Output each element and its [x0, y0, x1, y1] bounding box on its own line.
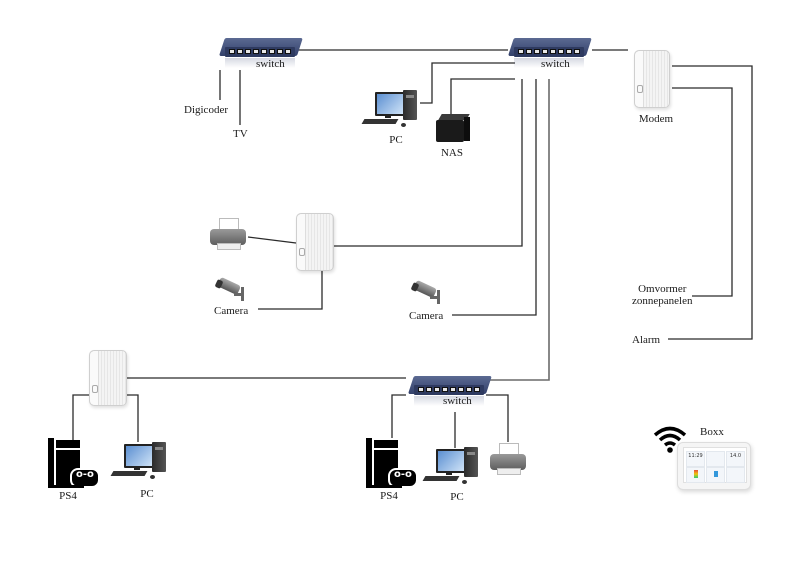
- wire-inverter: [672, 87, 733, 297]
- boxx-label: Boxx: [700, 426, 724, 438]
- wire-camera-left: [258, 268, 323, 310]
- switch-top-left[interactable]: [219, 38, 303, 68]
- digicoder-label: Digicoder: [184, 104, 228, 116]
- wire-ps4-left: [72, 394, 90, 440]
- printer-middle[interactable]: [209, 218, 247, 252]
- modem-device[interactable]: [634, 50, 670, 108]
- wire-camera-right: [452, 79, 537, 316]
- modem-label: Modem: [638, 113, 674, 125]
- nas-device[interactable]: [436, 114, 470, 144]
- pc-main[interactable]: [361, 90, 423, 130]
- pc-left-label: PC: [140, 488, 154, 500]
- switch-main-label: switch: [541, 58, 570, 70]
- printer-bottom[interactable]: [489, 443, 527, 477]
- inverter-label: Omvormer zonnepanelen: [632, 283, 693, 307]
- camera-right[interactable]: [410, 279, 442, 306]
- switch-bottom-label: switch: [443, 395, 472, 407]
- camera-left[interactable]: [214, 276, 246, 303]
- boxx-time: 11:29: [686, 451, 705, 467]
- wire-ps4-right: [391, 394, 406, 438]
- wifi-icon: [652, 424, 688, 454]
- tv-label: TV: [233, 128, 248, 140]
- boxx-temp: 14.0: [726, 451, 745, 467]
- wire-printer-middle: [247, 236, 297, 244]
- switch-top-left-label: switch: [256, 58, 285, 70]
- wire-powerline-middle: [333, 79, 523, 247]
- wire-switch-main-to-switch-bottom: [486, 79, 550, 381]
- alarm-label: Alarm: [632, 334, 661, 346]
- ps4-right[interactable]: [366, 438, 418, 488]
- ps4-right-label: PS4: [380, 490, 398, 502]
- powerline-bottom[interactable]: [89, 350, 127, 406]
- switch-bottom[interactable]: [408, 376, 492, 406]
- camera-left-label: Camera: [214, 305, 249, 317]
- switch-main[interactable]: [508, 38, 592, 68]
- wire-alarm: [668, 65, 753, 340]
- camera-right-label: Camera: [409, 310, 444, 322]
- boxx-device[interactable]: 11:29 14.0: [677, 442, 751, 490]
- nas-label: NAS: [440, 147, 464, 159]
- pc-main-label: PC: [389, 134, 403, 146]
- pc-right[interactable]: [422, 447, 484, 487]
- ps4-left-label: PS4: [59, 490, 77, 502]
- wire-printer-bottom: [486, 394, 509, 442]
- powerline-middle[interactable]: [296, 213, 334, 271]
- pc-left[interactable]: [110, 442, 172, 482]
- wire-nas: [450, 78, 515, 115]
- ps4-left[interactable]: [48, 438, 100, 488]
- wire-pc-main: [420, 62, 515, 104]
- wire-pc-left: [124, 394, 139, 442]
- pc-right-label: PC: [450, 491, 464, 503]
